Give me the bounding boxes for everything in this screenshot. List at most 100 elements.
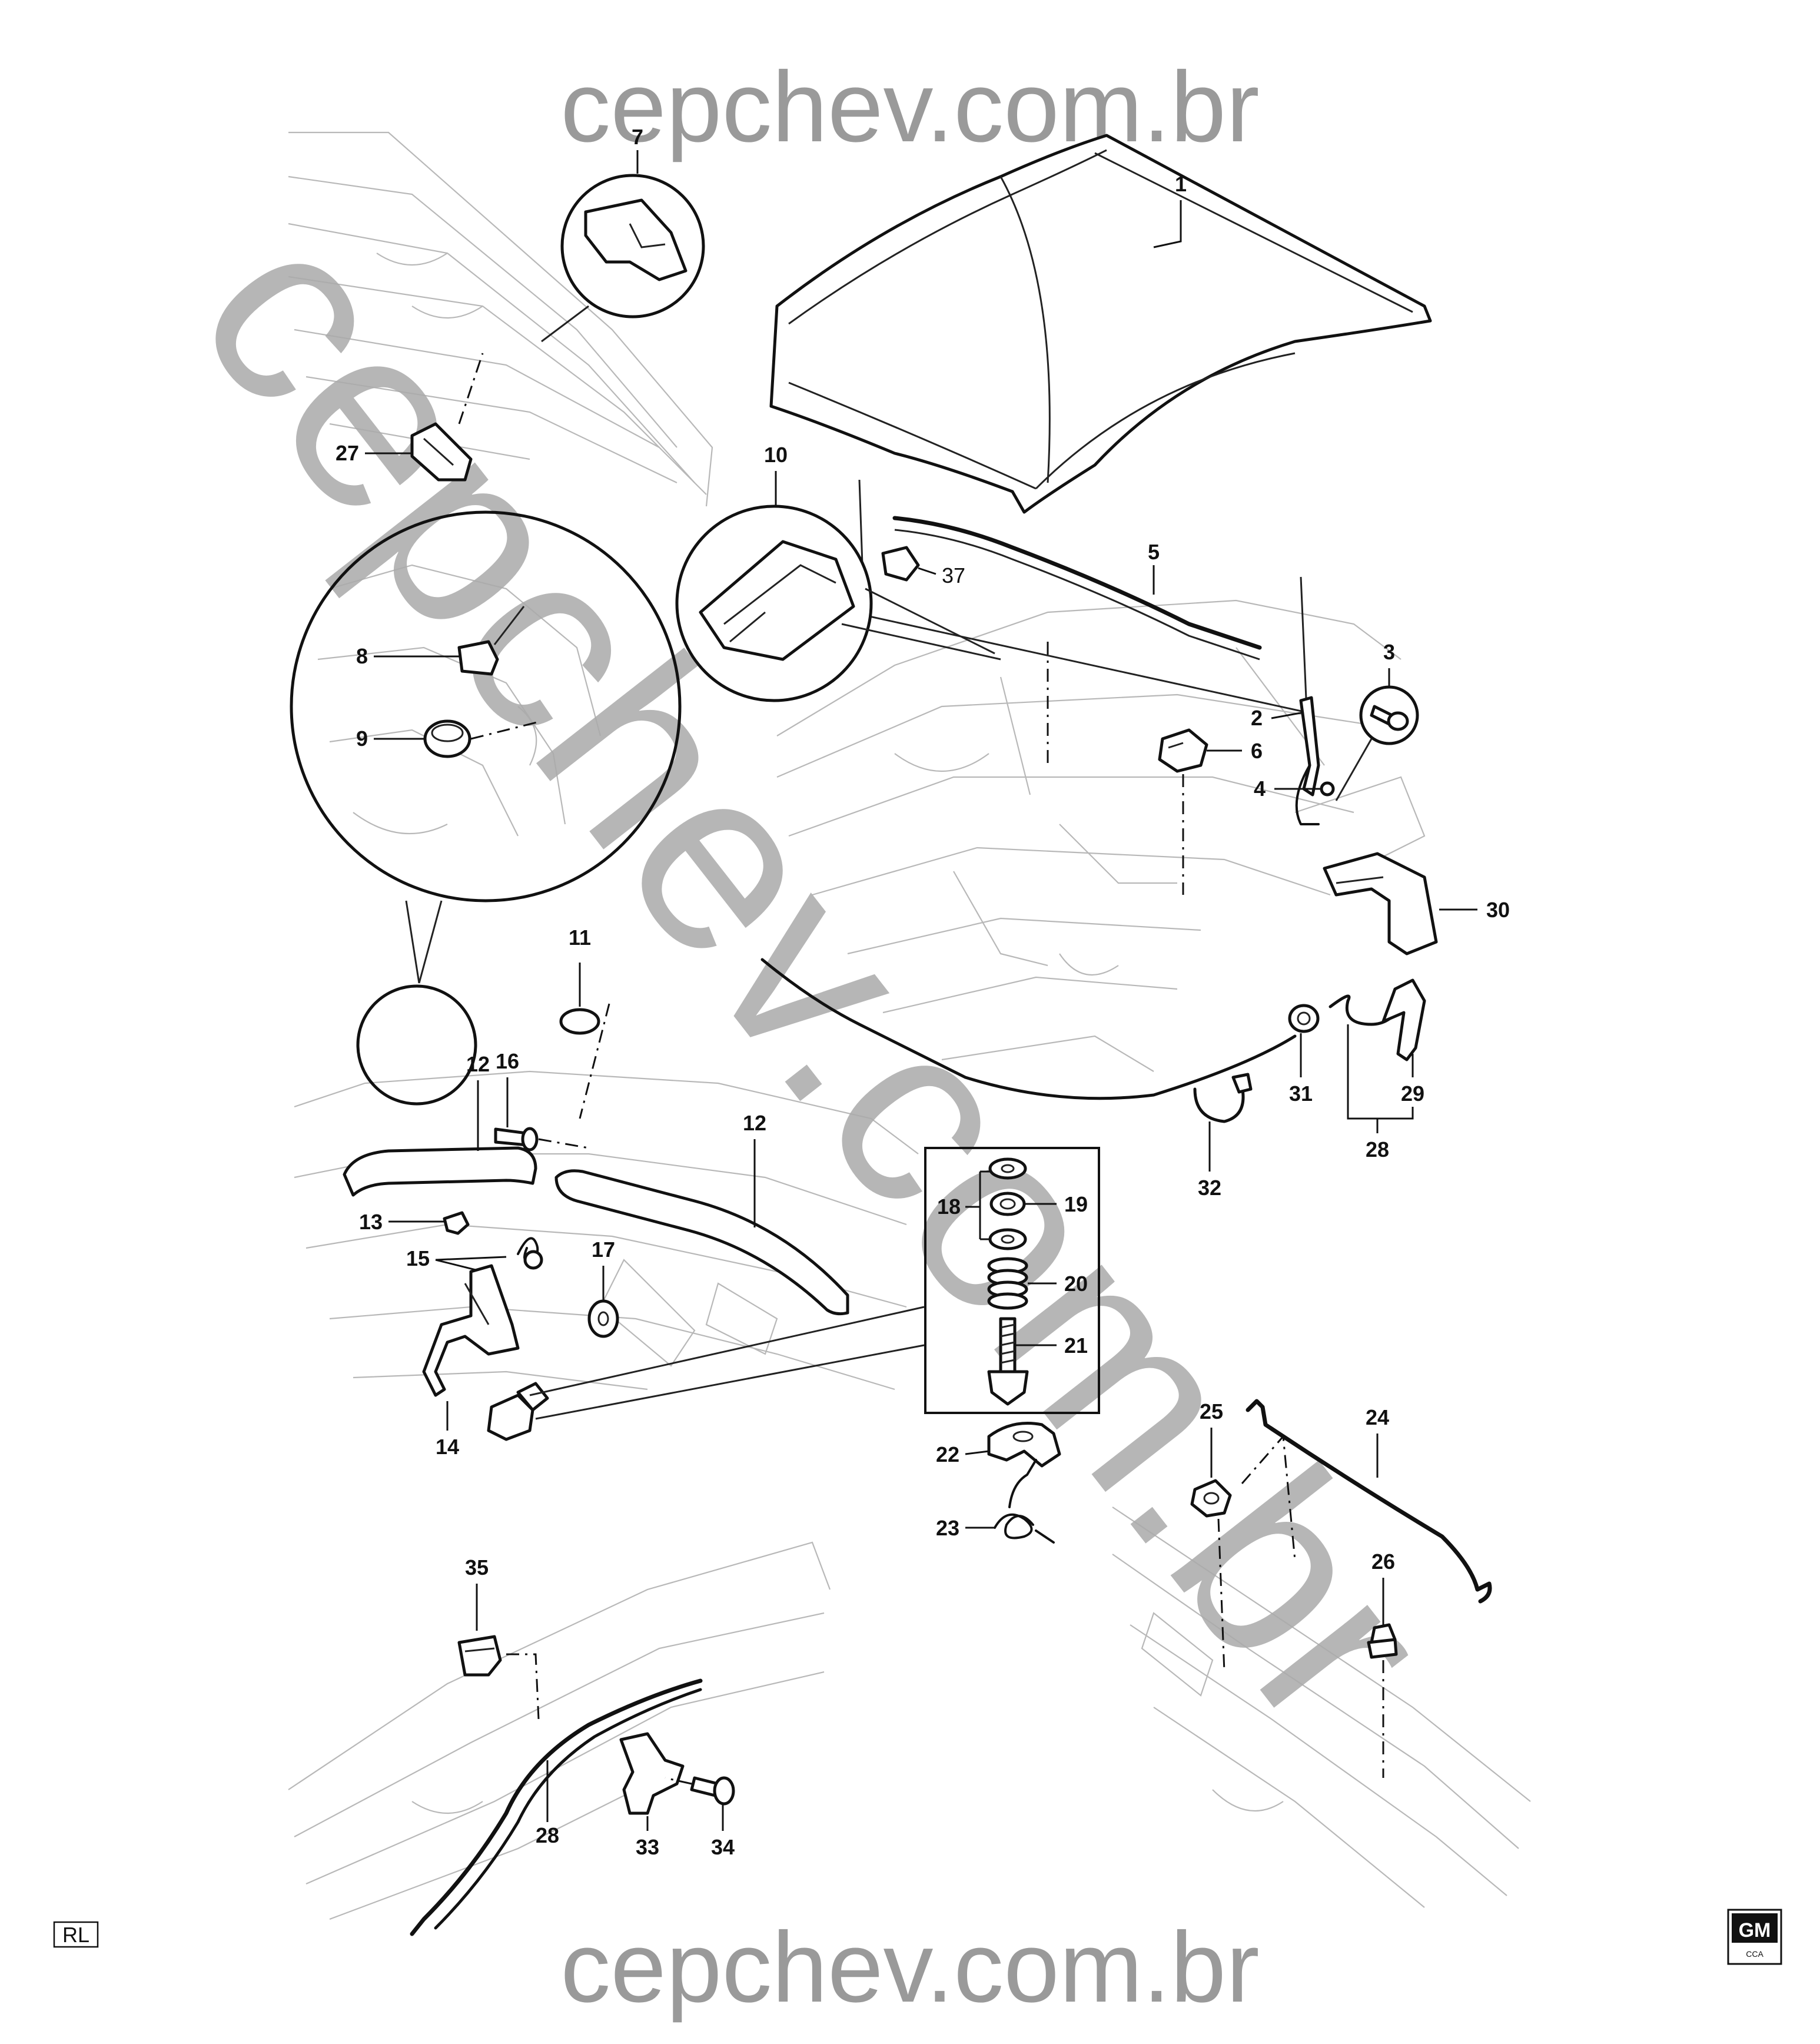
hood-panel xyxy=(769,134,1432,514)
callout-32: 32 xyxy=(1198,1176,1221,1200)
leader-37 xyxy=(918,567,936,575)
bumper-stop-link-a xyxy=(535,1344,925,1420)
callout-18: 18 xyxy=(937,1194,961,1219)
bottom-watermark: cepchev.com.br xyxy=(560,1912,1259,2023)
nut-4 xyxy=(1320,781,1335,797)
cable-grommet-31 xyxy=(1288,1004,1320,1033)
leader-15 xyxy=(435,1256,507,1261)
cable-bracket-33 xyxy=(619,1732,685,1815)
callout-25: 25 xyxy=(1200,1399,1223,1424)
callout-26: 26 xyxy=(1371,1549,1395,1574)
bumper-assembly-box xyxy=(924,1147,1100,1414)
seal-frame xyxy=(858,479,1308,714)
adjuster-screw-21 xyxy=(987,1317,1029,1406)
leader-2 xyxy=(1271,711,1304,719)
callout-34: 34 xyxy=(711,1835,735,1859)
callout-22: 22 xyxy=(936,1442,959,1466)
callout-15: 15 xyxy=(406,1246,430,1270)
callout-28b: 28 xyxy=(536,1823,559,1847)
prop-rod-24 xyxy=(1246,1399,1492,1604)
rl-badge: RL xyxy=(62,1923,89,1947)
detail-3-link xyxy=(1335,738,1373,801)
hood-plug-9 xyxy=(423,719,471,758)
plug-11 xyxy=(559,1008,600,1035)
prop-rod-clip-25 xyxy=(1190,1479,1232,1518)
callout-20: 20 xyxy=(1064,1272,1088,1296)
bolt-3 xyxy=(1370,705,1409,731)
washer-18-top xyxy=(988,1157,1027,1180)
callout-8: 8 xyxy=(356,644,368,668)
gm-logo: GM CCA xyxy=(1727,1909,1782,1965)
detail-10-link xyxy=(841,623,1001,661)
callout-35: 35 xyxy=(465,1555,489,1580)
callout-7: 7 xyxy=(632,125,643,149)
latch-plate-22 xyxy=(987,1422,1061,1468)
retainer-35-dash xyxy=(506,1653,540,1720)
release-cable-lower-28 xyxy=(410,1678,703,1936)
washer-17 xyxy=(587,1299,619,1338)
callout-37: 37 xyxy=(942,563,965,588)
cowl-clip-27 xyxy=(410,422,473,482)
callout-23: 23 xyxy=(936,1516,959,1540)
detail-circle-large xyxy=(290,510,682,902)
plug-11-dash xyxy=(579,1003,610,1119)
detail-small-link-a xyxy=(405,900,420,984)
callout-33: 33 xyxy=(636,1835,659,1859)
callout-24: 24 xyxy=(1366,1405,1389,1429)
seal-block-10 xyxy=(699,540,855,661)
cowl-bumper-7 xyxy=(584,198,688,281)
hood-seal-strip xyxy=(892,516,1262,661)
callout-19: 19 xyxy=(1064,1192,1088,1216)
callout-6: 6 xyxy=(1251,739,1263,763)
cable-retainer-35 xyxy=(457,1635,502,1677)
callout-2: 2 xyxy=(1251,706,1263,730)
callout-14: 14 xyxy=(436,1435,459,1459)
bumper-6 xyxy=(1158,728,1208,773)
hood-insulator-left-12 xyxy=(343,1146,537,1197)
leader-28a xyxy=(1347,1024,1414,1133)
hood-bumper-8 xyxy=(457,640,499,676)
callout-31: 31 xyxy=(1289,1081,1313,1106)
spring-15 xyxy=(517,1237,543,1270)
bolt-16 xyxy=(494,1127,539,1152)
prop-rod-holder-26 xyxy=(1367,1623,1398,1659)
callout-12b: 12 xyxy=(743,1111,766,1135)
callout-28a: 28 xyxy=(1366,1137,1389,1162)
spring-20 xyxy=(987,1257,1028,1310)
callout-17: 17 xyxy=(592,1237,615,1262)
plug-9-dash xyxy=(470,720,542,740)
callout-13: 13 xyxy=(359,1210,383,1234)
secondary-latch-14 xyxy=(422,1264,520,1397)
release-handle-29 xyxy=(1381,978,1426,1061)
screw-34-dash xyxy=(665,1777,692,1785)
clip-27-dash xyxy=(458,353,484,424)
cable-clip-32 xyxy=(1193,1073,1253,1123)
top-watermark: cepchev.com.br xyxy=(560,51,1259,163)
callout-30: 30 xyxy=(1486,898,1510,922)
callout-16: 16 xyxy=(496,1049,519,1073)
gm-logo-main: GM xyxy=(1739,1919,1771,1942)
callout-10: 10 xyxy=(764,443,788,467)
bumper-stop-link-b xyxy=(529,1306,925,1396)
detail-7-link xyxy=(541,305,589,343)
bracket-30 xyxy=(1323,852,1438,955)
bumper-8-link xyxy=(493,606,525,645)
hood-hinge-2 xyxy=(1295,696,1320,825)
hood-bumper-stop xyxy=(487,1382,549,1441)
detail-small-link-b xyxy=(418,900,443,984)
seal-retainer-37 xyxy=(881,546,920,582)
hood-insulator-right-12 xyxy=(554,1169,849,1316)
callout-21: 21 xyxy=(1064,1333,1088,1358)
callout-5: 5 xyxy=(1148,540,1160,564)
clip-25-dash-b xyxy=(1217,1518,1225,1673)
callout-1: 1 xyxy=(1175,172,1187,196)
leader-18 xyxy=(965,1170,990,1240)
detail-circle-small xyxy=(356,984,477,1106)
coil-spring-23 xyxy=(994,1459,1055,1544)
callout-12a: 12 xyxy=(466,1052,490,1076)
clip-25-dash xyxy=(1241,1434,1296,1561)
gm-logo-sub: CCA xyxy=(1746,1949,1763,1959)
bolt-16-dash xyxy=(538,1138,589,1149)
detail-10-link-b xyxy=(865,588,995,655)
